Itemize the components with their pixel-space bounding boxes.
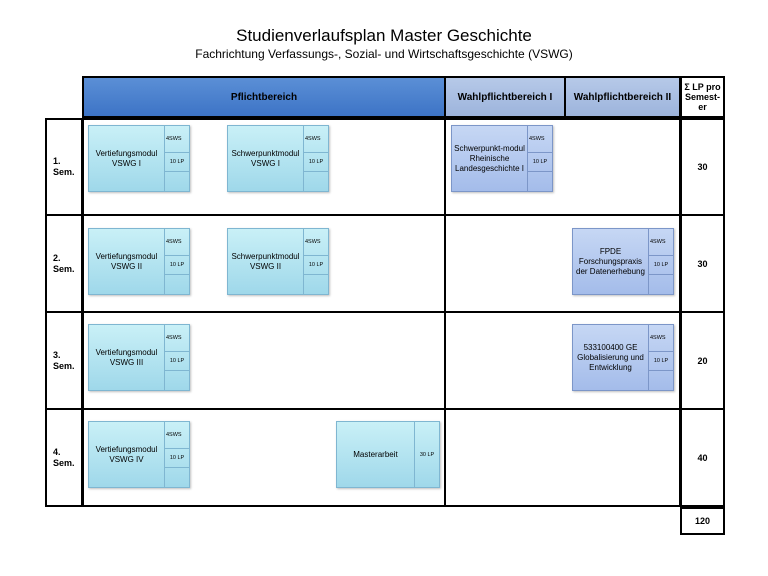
module-lp: 10 LP <box>528 152 552 172</box>
module-lp: 10 LP <box>304 255 328 275</box>
semester-sum-3: 20 <box>680 311 725 410</box>
module-name: Vertiefungsmodul VSWG I <box>95 148 158 168</box>
module-lp: 10 LP <box>649 255 673 275</box>
module-sws: 4SWS <box>650 239 666 245</box>
lp-sum-header-text: Σ LP pro Semest-er <box>684 82 721 112</box>
module-lp: 10 LP <box>165 255 189 275</box>
module-lp: 10 LP <box>649 351 673 371</box>
module-name: 533100400 GE Globalisierung und Entwickl… <box>577 342 644 372</box>
module-lp: 10 LP <box>165 448 189 468</box>
column-header-wahlpflicht-2: Wahlpflichtbereich II <box>564 76 681 118</box>
module-name: Schwerpunktmodul VSWG I <box>231 148 300 168</box>
module-globalisierung[interactable]: 533100400 GE Globalisierung und Entwickl… <box>572 324 674 391</box>
module-sws: 4SWS <box>166 136 182 142</box>
module-lp: 10 LP <box>165 152 189 172</box>
module-sws: 4SWS <box>305 136 321 142</box>
module-sws: 4SWS <box>166 432 182 438</box>
column-header-lp-sum: Σ LP pro Semest-er <box>680 76 725 118</box>
module-name: Schwerpunkt-modul Rheinische Landesgesch… <box>454 143 525 173</box>
module-lp: 10 LP <box>304 152 328 172</box>
module-name: Masterarbeit <box>353 449 398 459</box>
module-name: Vertiefungsmodul VSWG III <box>95 347 158 367</box>
module-sws: 4SWS <box>166 239 182 245</box>
semester-label-2: 2. Sem. <box>45 214 83 313</box>
module-schwerpunkt-2[interactable]: Schwerpunktmodul VSWG II 4SWS 10 LP <box>227 228 329 295</box>
total-lp: 120 <box>680 507 725 535</box>
semester-sum-1: 30 <box>680 118 725 216</box>
module-name: Schwerpunktmodul VSWG II <box>231 251 300 271</box>
module-rheinische-landesgeschichte-1[interactable]: Schwerpunkt-modul Rheinische Landesgesch… <box>451 125 553 192</box>
module-vertiefung-1[interactable]: Vertiefungsmodul VSWG I 4SWS 10 LP <box>88 125 190 192</box>
module-lp: 10 LP <box>165 351 189 371</box>
module-sws: 4SWS <box>166 335 182 341</box>
module-name: Vertiefungsmodul VSWG II <box>95 251 158 271</box>
module-vertiefung-3[interactable]: Vertiefungsmodul VSWG III 4SWS 10 LP <box>88 324 190 391</box>
module-lp: 30 LP <box>414 422 439 487</box>
module-schwerpunkt-1[interactable]: Schwerpunktmodul VSWG I 4SWS 10 LP <box>227 125 329 192</box>
module-vertiefung-4[interactable]: Vertiefungsmodul VSWG IV 4SWS 10 LP <box>88 421 190 488</box>
column-header-wahlpflicht-1: Wahlpflichtbereich I <box>444 76 566 118</box>
page-title: Studienverlaufsplan Master Geschichte <box>236 26 532 45</box>
column-header-pflichtbereich: Pflichtbereich <box>82 76 446 118</box>
semester-sum-2: 30 <box>680 214 725 313</box>
semester-row-4-wahlpflicht <box>444 408 681 507</box>
module-vertiefung-2[interactable]: Vertiefungsmodul VSWG II 4SWS 10 LP <box>88 228 190 295</box>
semester-sum-4: 40 <box>680 408 725 507</box>
module-name: FPDE Forschungspraxis der Datenerhebung <box>576 246 645 276</box>
module-sws: 4SWS <box>305 239 321 245</box>
module-sws: 4SWS <box>529 136 545 142</box>
semester-label-4: 4. Sem. <box>45 408 83 507</box>
module-name: Vertiefungsmodul VSWG IV <box>95 444 158 464</box>
module-masterarbeit[interactable]: Masterarbeit 30 LP <box>336 421 440 488</box>
module-fpde[interactable]: FPDE Forschungspraxis der Datenerhebung … <box>572 228 674 295</box>
page-subtitle: Fachrichtung Verfassungs-, Sozial- und W… <box>195 47 573 61</box>
module-sws: 4SWS <box>650 335 666 341</box>
semester-label-3: 3. Sem. <box>45 311 83 410</box>
semester-label-1: 1. Sem. <box>45 118 83 216</box>
